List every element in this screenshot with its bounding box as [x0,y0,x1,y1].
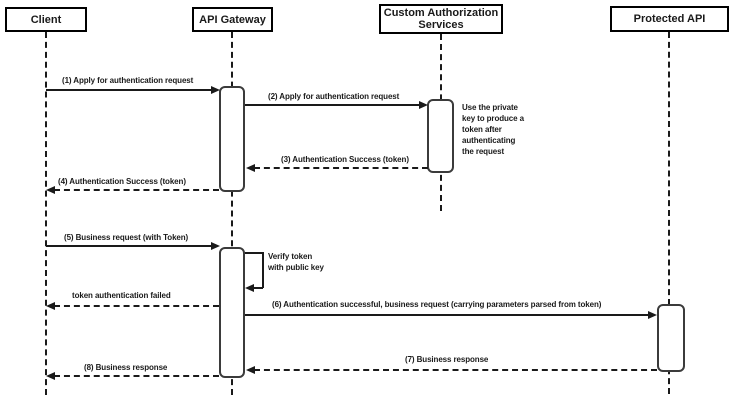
arrowhead [246,164,255,172]
arrowhead [46,302,55,310]
self-message-right-line [262,252,264,288]
self-message-top-line [245,252,263,254]
arrowhead [648,311,657,319]
message-2-label: (2) Apply for authentication request [268,92,400,101]
self-message-verify-token-label: Verify token with public key [268,252,324,272]
activation-custom-authorization-services [427,99,454,173]
self-message-bottom-line [252,287,263,289]
message-7-label: (7) Business response [405,355,489,364]
message-3-line [254,167,428,169]
participant-box-client: Client [5,7,87,32]
message-2-line [245,104,420,106]
arrowhead [419,101,428,109]
message-5-label: (5) Business request (with Token) [64,233,189,242]
message-7-line [254,369,657,371]
message-6-line [245,314,650,316]
activation-api-gateway-auth [219,86,245,192]
message-1-label: (1) Apply for authentication request [62,76,194,85]
arrowhead [211,86,220,94]
participant-label-protected-api: Protected API [633,13,706,25]
arrowhead [245,284,254,292]
message-4-line [54,189,219,191]
participant-box-protected-api: Protected API [610,6,729,32]
message-5-line [46,245,212,247]
message-6-label: (6) Authentication successful, business … [272,300,602,309]
arrowhead [46,372,55,380]
lifeline-client [45,32,47,395]
message-4-label: (4) Authentication Success (token) [58,177,186,186]
activation-protected-api [657,304,685,372]
activation-api-gateway-business [219,247,245,378]
arrowhead [246,366,255,374]
participant-box-api-gateway: API Gateway [192,7,273,32]
message-3-label: (3) Authentication Success (token) [281,155,409,164]
lifeline-api-gateway [231,32,233,395]
lifeline-protected-api [668,32,670,394]
message-token-auth-failed-line [54,305,219,307]
participant-box-custom-authorization-services: Custom Authorization Services [379,4,503,34]
arrowhead [211,242,220,250]
message-1-line [46,89,212,91]
message-token-auth-failed-label: token authentication failed [72,291,171,300]
participant-label-api-gateway: API Gateway [199,13,266,26]
arrowhead [46,186,55,194]
message-8-line [54,375,219,377]
message-8-label: (8) Business response [84,363,168,372]
participant-label-client: Client [30,13,62,26]
participant-label-custom-authorization-services: Custom Authorization Services [383,7,499,31]
note-private-key: Use the private key to produce a token a… [462,103,524,156]
